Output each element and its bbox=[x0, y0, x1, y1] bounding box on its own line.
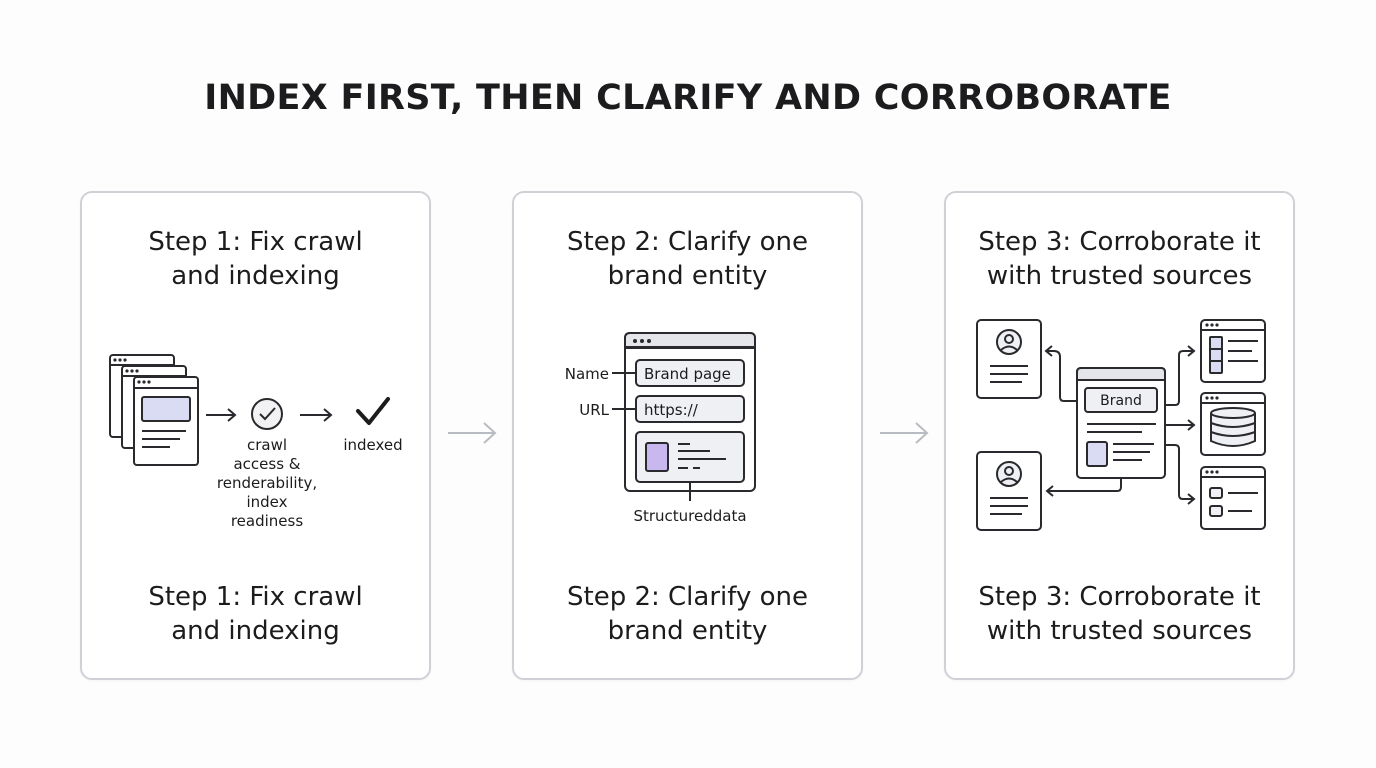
crawl-label-line-2: access & bbox=[233, 455, 300, 473]
step-3-card: Step 3: Corroborate it with trusted sour… bbox=[944, 191, 1295, 680]
brand-window-icon bbox=[1076, 367, 1166, 479]
crawl-label-line-5: readiness bbox=[231, 512, 303, 530]
stacked-pages-icon bbox=[109, 354, 199, 466]
brand-page-field: Brand page bbox=[644, 365, 731, 383]
crawl-label-line-4: index bbox=[246, 493, 287, 511]
check-circle-icon bbox=[251, 398, 283, 430]
crawl-label-line-3: renderability, bbox=[217, 474, 317, 492]
arrow-right-icon bbox=[300, 408, 333, 422]
brand-label: Brand bbox=[1100, 393, 1142, 409]
browser-window-icon bbox=[624, 332, 756, 492]
list-window-icon bbox=[1200, 319, 1266, 383]
list-window-icon bbox=[1200, 466, 1266, 530]
step-1-card: Step 1: Fix crawl and indexing bbox=[80, 191, 431, 680]
crawl-label-line-1: crawl bbox=[247, 436, 287, 454]
profile-card-icon bbox=[976, 451, 1042, 531]
page-title: INDEX FIRST, THEN CLARIFY AND CORROBORAT… bbox=[204, 78, 1172, 118]
url-field: https:// bbox=[644, 401, 699, 419]
checkmark-icon bbox=[356, 397, 390, 425]
indexed-label: indexed bbox=[343, 436, 402, 454]
arrow-right-icon bbox=[206, 408, 237, 422]
step-2-heading: Step 2: Clarify one brand entity bbox=[567, 227, 808, 291]
step-1-footer-heading: Step 1: Fix crawl and indexing bbox=[148, 582, 363, 646]
step-1-illustration: crawl access & renderability, index read… bbox=[109, 354, 403, 530]
step-1-heading: Step 1: Fix crawl and indexing bbox=[148, 227, 363, 291]
profile-card-icon bbox=[976, 319, 1042, 399]
step-3-heading: Step 3: Corroborate it with trusted sour… bbox=[978, 227, 1261, 291]
step-3-illustration: Brand bbox=[976, 319, 1266, 531]
flow-arrow-icon bbox=[880, 422, 929, 444]
step-2-card: Step 2: Clarify one brand entity Name UR bbox=[512, 191, 863, 680]
database-icon bbox=[1200, 392, 1266, 456]
structured-data-label: Structureddata bbox=[633, 507, 746, 525]
step-2-footer-heading: Step 2: Clarify one brand entity bbox=[567, 582, 808, 646]
url-label: URL bbox=[579, 401, 609, 419]
name-label: Name bbox=[565, 365, 609, 383]
step-2-illustration: Name URL Brand page https:// Structuredd… bbox=[565, 332, 756, 525]
step-3-footer-heading: Step 3: Corroborate it with trusted sour… bbox=[978, 582, 1261, 646]
connector-arrows bbox=[1044, 345, 1196, 505]
flow-arrow-icon bbox=[448, 422, 497, 444]
